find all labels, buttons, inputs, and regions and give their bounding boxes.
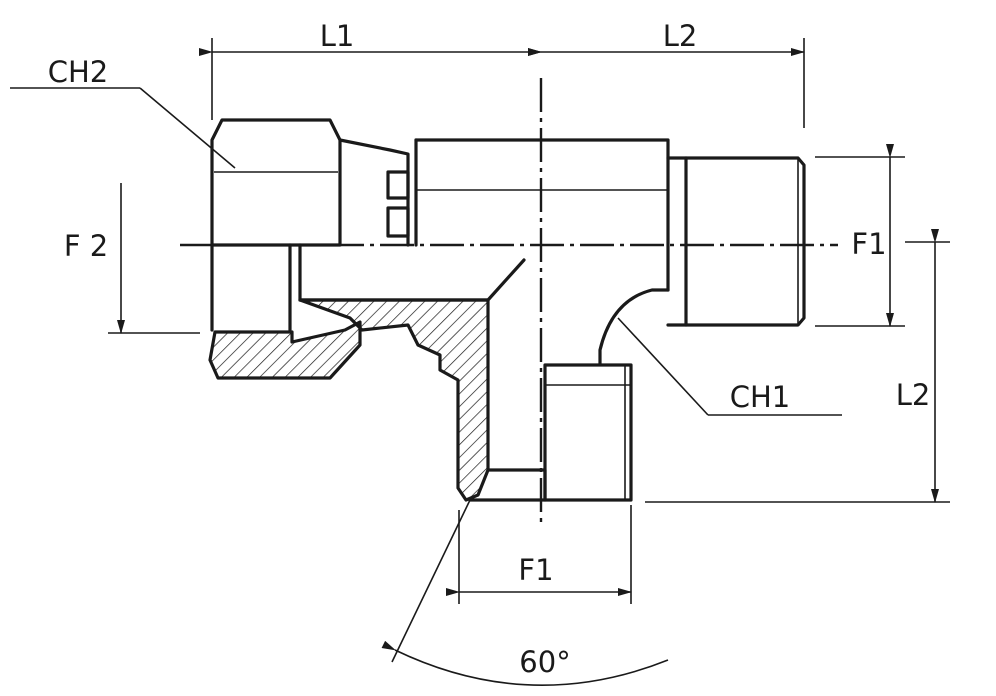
- extension-lines: [108, 38, 950, 604]
- label-ch2: CH2: [48, 55, 109, 89]
- label-l2-top: L2: [663, 19, 698, 53]
- label-f1-right: F1: [851, 227, 886, 261]
- center-lines: [180, 78, 838, 525]
- dimension-lines: [117, 48, 939, 686]
- swivel-nut: [210, 118, 410, 332]
- label-l2-right: L2: [896, 378, 931, 412]
- dimension-labels: L1 L2 CH2 F 2 F1 CH1 L2 F1 60°: [48, 19, 931, 679]
- label-l1-top: L1: [320, 19, 355, 53]
- section-hatch: [208, 298, 490, 502]
- nut-section: [208, 320, 362, 380]
- cone-section: [298, 298, 490, 502]
- label-f2: F 2: [64, 229, 108, 263]
- leader-lines: [10, 87, 842, 416]
- label-ch1: CH1: [730, 380, 791, 414]
- label-f1-bottom: F1: [518, 553, 553, 587]
- label-angle: 60°: [519, 645, 570, 679]
- right-thread: [666, 156, 806, 327]
